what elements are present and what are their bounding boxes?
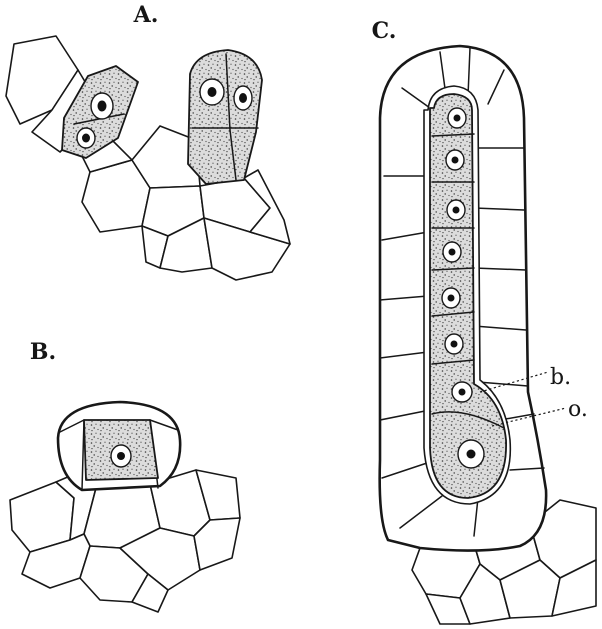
panel-c: C. bbox=[372, 18, 596, 624]
archegonium-initial-right bbox=[188, 50, 262, 184]
egg-cell bbox=[458, 440, 484, 468]
tissue-cells-a bbox=[80, 126, 290, 280]
archegonium-initial-b bbox=[58, 402, 180, 490]
panel-c-label: C. bbox=[372, 18, 397, 44]
ventral-canal-cell bbox=[452, 382, 472, 402]
callout-o-label: o. bbox=[568, 397, 588, 422]
callout-b-label: b. bbox=[550, 365, 571, 390]
tissue-cells-b bbox=[10, 470, 240, 612]
panel-a: A. bbox=[6, 2, 290, 280]
panel-b-label: B. bbox=[30, 339, 56, 365]
panel-b: B. bbox=[10, 339, 240, 612]
panel-a-label: A. bbox=[133, 2, 159, 28]
